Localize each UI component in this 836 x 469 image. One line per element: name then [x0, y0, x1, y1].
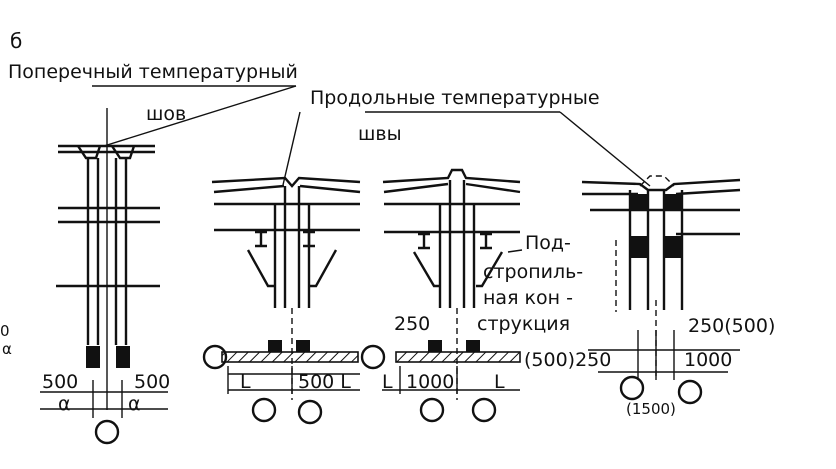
dim-1000-4: 1000	[684, 349, 732, 371]
dim-500-left: 500	[42, 371, 78, 393]
label-truss-1: Под-	[525, 232, 571, 254]
frame-longitudinal-1	[202, 176, 361, 425]
label-longitudinal-joints: Продольные температурные	[310, 87, 600, 109]
leader-long-1	[282, 111, 301, 186]
dim-500-right: 500	[134, 371, 170, 393]
leader-truss	[507, 249, 523, 253]
dim-250-500: 250(500)	[688, 315, 775, 337]
edge-fragment-2: α	[2, 340, 12, 358]
dim-500-250: (500)250	[524, 349, 611, 371]
label-longitudinal-joints-2: швы	[358, 123, 402, 145]
dim-a-right: α	[128, 393, 141, 415]
leader-transverse-diag	[103, 85, 297, 147]
dim-500L: 500 L	[298, 371, 351, 393]
dim-L-3-right: L	[494, 371, 505, 393]
frame-longitudinal-3	[581, 175, 741, 405]
edge-fragment-1: 0	[0, 322, 10, 340]
dim-L-2: L	[240, 371, 251, 393]
label-transverse-joint-2: шов	[146, 103, 186, 125]
label-truss-2: стропиль-	[483, 261, 583, 283]
dim-1000-3: 1000	[406, 371, 454, 393]
dim-L-3-left: L	[382, 371, 393, 393]
panel-letter: б	[10, 29, 22, 53]
label-truss-4: струкция	[477, 313, 570, 335]
label-transverse-joint: Поперечный температурный	[8, 61, 298, 83]
frame-longitudinal-2	[360, 168, 521, 423]
leader-long-2	[559, 111, 651, 187]
dim-1500: (1500)	[626, 400, 676, 418]
dim-a-left: α	[58, 393, 71, 415]
frame-transverse	[40, 108, 168, 445]
label-truss-3: ная кон -	[483, 287, 573, 309]
dim-250: 250	[394, 313, 430, 335]
